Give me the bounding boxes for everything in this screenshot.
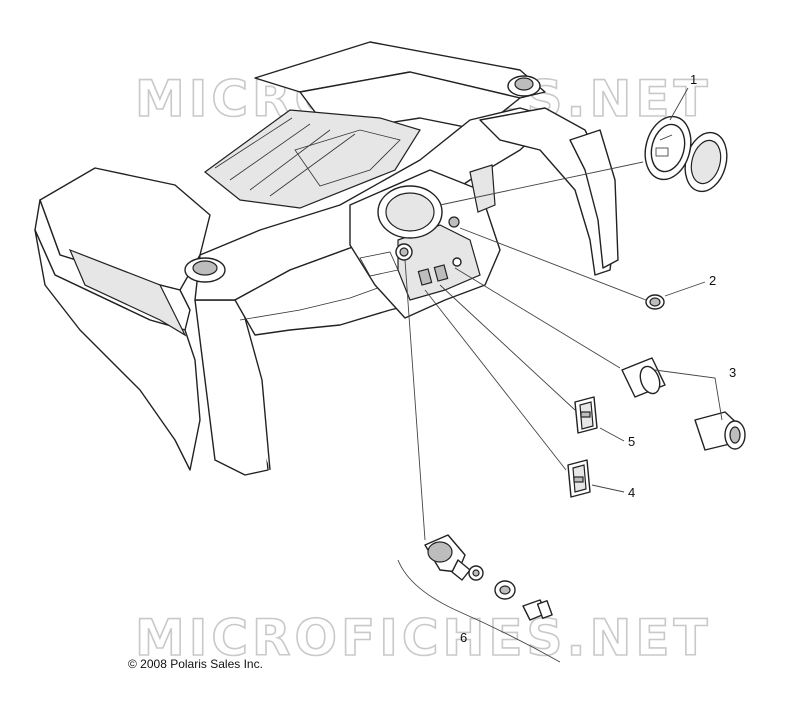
part-indicator — [645, 294, 665, 310]
part-gauge — [644, 115, 728, 193]
callout-6: 6 — [460, 630, 467, 645]
leader-1b — [439, 161, 644, 206]
part-switch-5 — [574, 396, 598, 434]
copyright-text: © 2008 Polaris Sales Inc. — [128, 657, 263, 671]
callout-5: 5 — [628, 434, 635, 449]
leader-2 — [664, 281, 706, 297]
leader-2b — [459, 227, 647, 301]
part-ignition-set — [424, 534, 553, 621]
leader-3b — [454, 267, 621, 369]
callout-1: 1 — [690, 72, 697, 87]
leader-4 — [591, 484, 625, 493]
leader-6 — [397, 559, 561, 663]
callout-3: 3 — [729, 365, 736, 380]
part-power-outlet — [621, 357, 746, 451]
leader-5b — [439, 284, 576, 411]
watermark-bottom: MICROFICHES.NET — [135, 609, 712, 667]
callout-2: 2 — [709, 273, 716, 288]
leader-6b — [404, 259, 426, 541]
dashboard-assembly — [34, 41, 619, 476]
callout-4: 4 — [628, 485, 635, 500]
leader-5 — [599, 427, 625, 442]
part-switch-4 — [567, 459, 591, 498]
leader-3 — [654, 369, 723, 421]
leader-1 — [669, 87, 689, 121]
leader-4b — [424, 289, 567, 471]
